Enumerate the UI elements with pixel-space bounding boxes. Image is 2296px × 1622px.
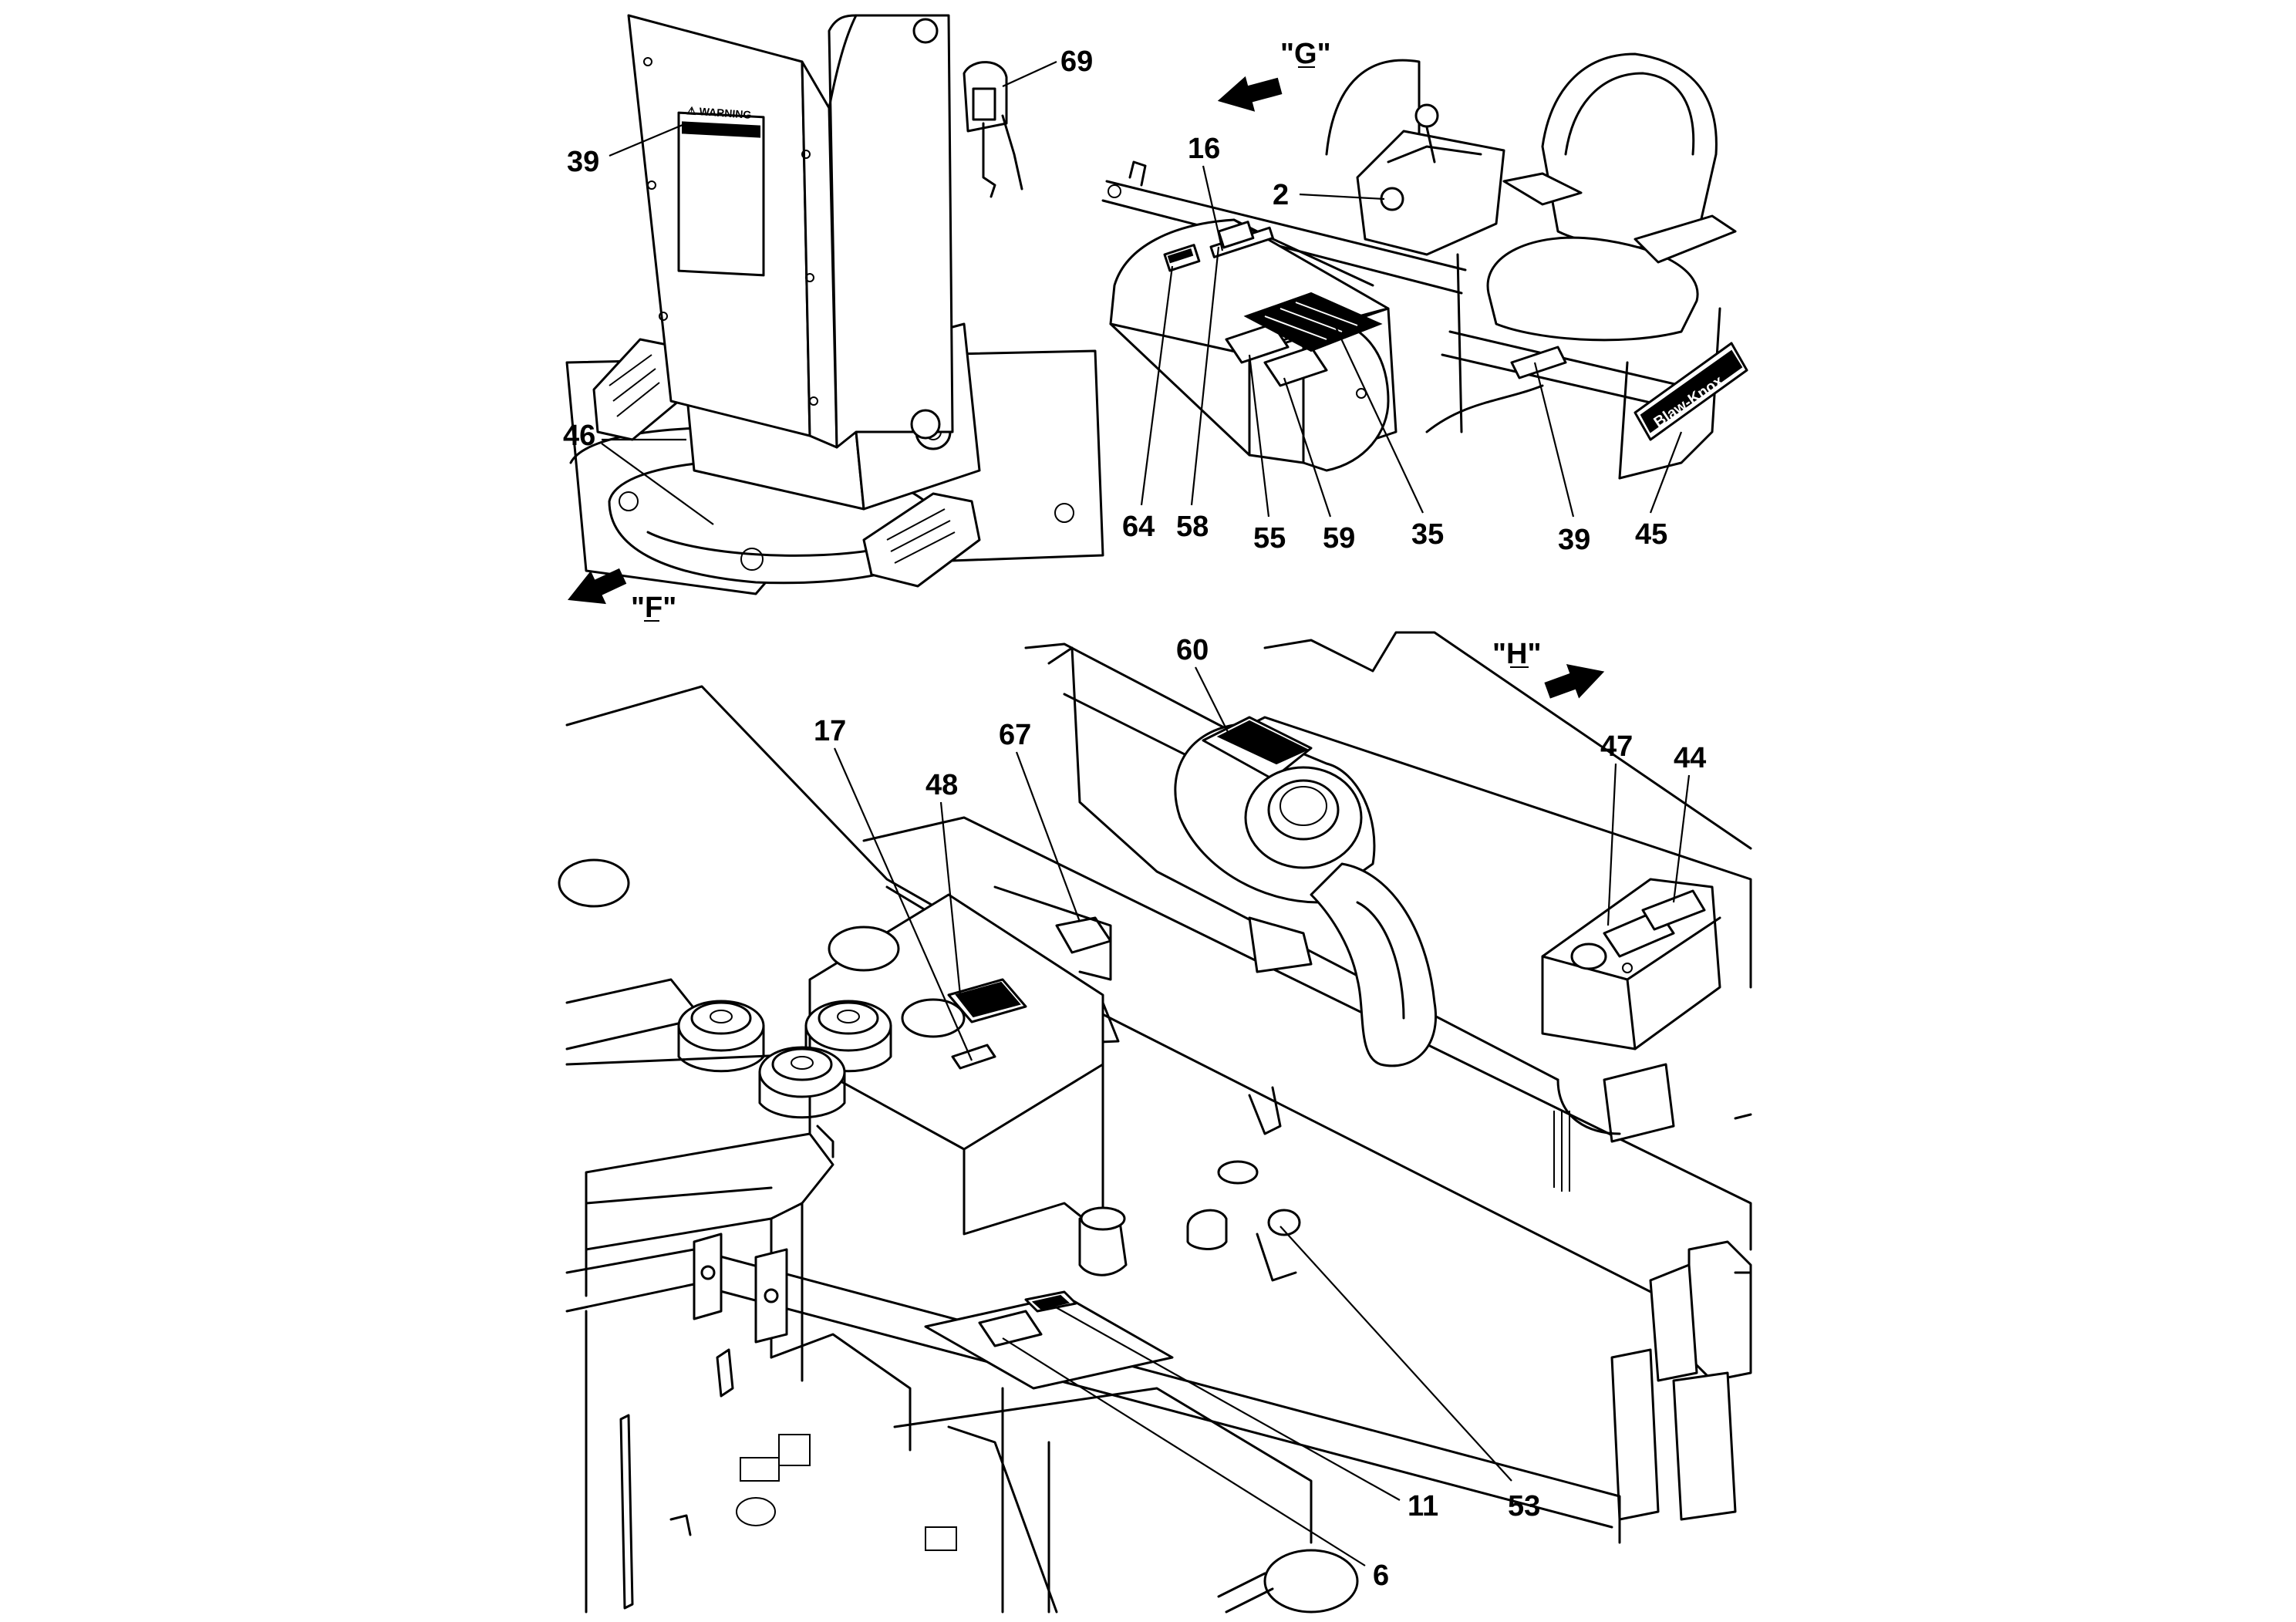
callout-53: 53 (1508, 1490, 1540, 1523)
callout-39-seat: 39 (1558, 524, 1590, 556)
view-h-engine-bay (558, 631, 1752, 1614)
callout-39-column: 39 (567, 146, 599, 178)
callout-69: 69 (1060, 46, 1093, 78)
callout-64: 64 (1122, 511, 1155, 543)
callout-60: 60 (1176, 634, 1209, 666)
callout-47: 47 (1600, 730, 1633, 763)
callout-17: 17 (814, 715, 846, 747)
blaw-knox-decal: Blaw-Knox (1633, 342, 1748, 441)
callout-58: 58 (1176, 511, 1209, 543)
callout-59: 59 (1323, 522, 1355, 555)
hydraulic-pumps (677, 926, 966, 1158)
callout-11: 11 (1408, 1490, 1438, 1523)
view-g-label: "G" (1280, 38, 1331, 70)
callout-46: 46 (563, 420, 595, 452)
warning-decal-text: ⚠ WARNING (686, 104, 752, 121)
callout-6: 6 (1373, 1560, 1389, 1592)
view-g-operator-seat (1101, 52, 1737, 480)
callout-45: 45 (1635, 518, 1667, 551)
view-f-steering-column: ⚠ WARNING (565, 14, 1104, 605)
callout-48: 48 (925, 769, 958, 801)
view-f-label: "F" (631, 592, 676, 624)
callout-16: 16 (1188, 133, 1220, 165)
callout-55: 55 (1253, 522, 1286, 555)
callout-35: 35 (1411, 518, 1444, 551)
view-h-label: "H" (1492, 638, 1541, 670)
callout-44: 44 (1674, 742, 1706, 774)
callout-2: 2 (1273, 179, 1289, 211)
callout-67: 67 (999, 719, 1031, 751)
